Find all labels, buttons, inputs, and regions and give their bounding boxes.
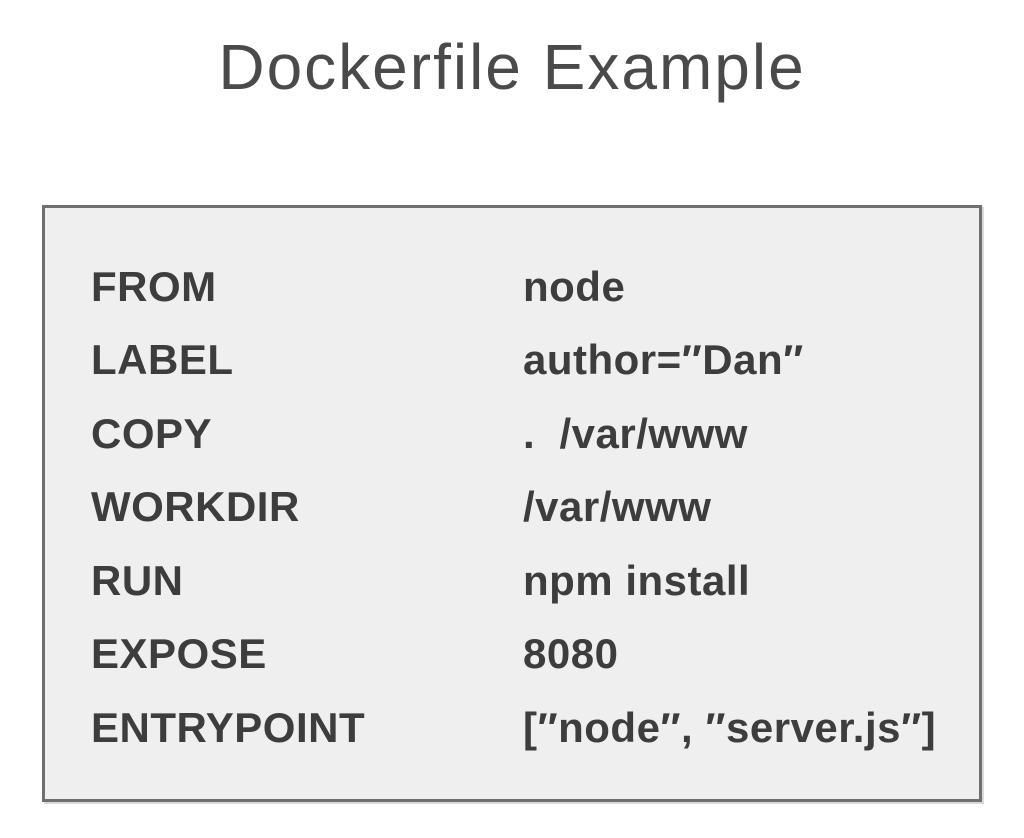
page-title: Dockerfile Example [218,31,806,103]
dockerfile-row-entrypoint: ENTRYPOINT [″node″, ″server.js″] [91,691,979,765]
instruction-keyword: COPY [91,409,213,457]
instruction-argument: [″node″, ″server.js″] [523,703,937,751]
dockerfile-row-expose: EXPOSE 8080 [91,618,979,692]
dockerfile-row-label: LABEL author=″Dan″ [91,324,979,398]
instruction-argument: author=″Dan″ [523,336,804,384]
dockerfile-row-from: FROM node [91,250,979,324]
instruction-keyword: EXPOSE [91,630,267,678]
instruction-argument: npm install [523,556,751,604]
instruction-keyword: ENTRYPOINT [91,703,366,751]
instruction-argument: /var/www [523,483,712,531]
instruction-keyword: LABEL [91,336,234,384]
instruction-argument: . /var/www [523,409,748,457]
instruction-argument: node [523,262,626,310]
instruction-keyword: RUN [91,556,184,604]
instruction-keyword: FROM [91,262,217,310]
instruction-keyword: WORKDIR [91,483,300,531]
dockerfile-row-workdir: WORKDIR /var/www [91,471,979,545]
dockerfile-row-run: RUN npm install [91,544,979,618]
instruction-argument: 8080 [523,630,619,678]
dockerfile-row-copy: COPY . /var/www [91,397,979,471]
dockerfile-box: FROM node LABEL author=″Dan″ COPY . /var… [42,205,982,802]
